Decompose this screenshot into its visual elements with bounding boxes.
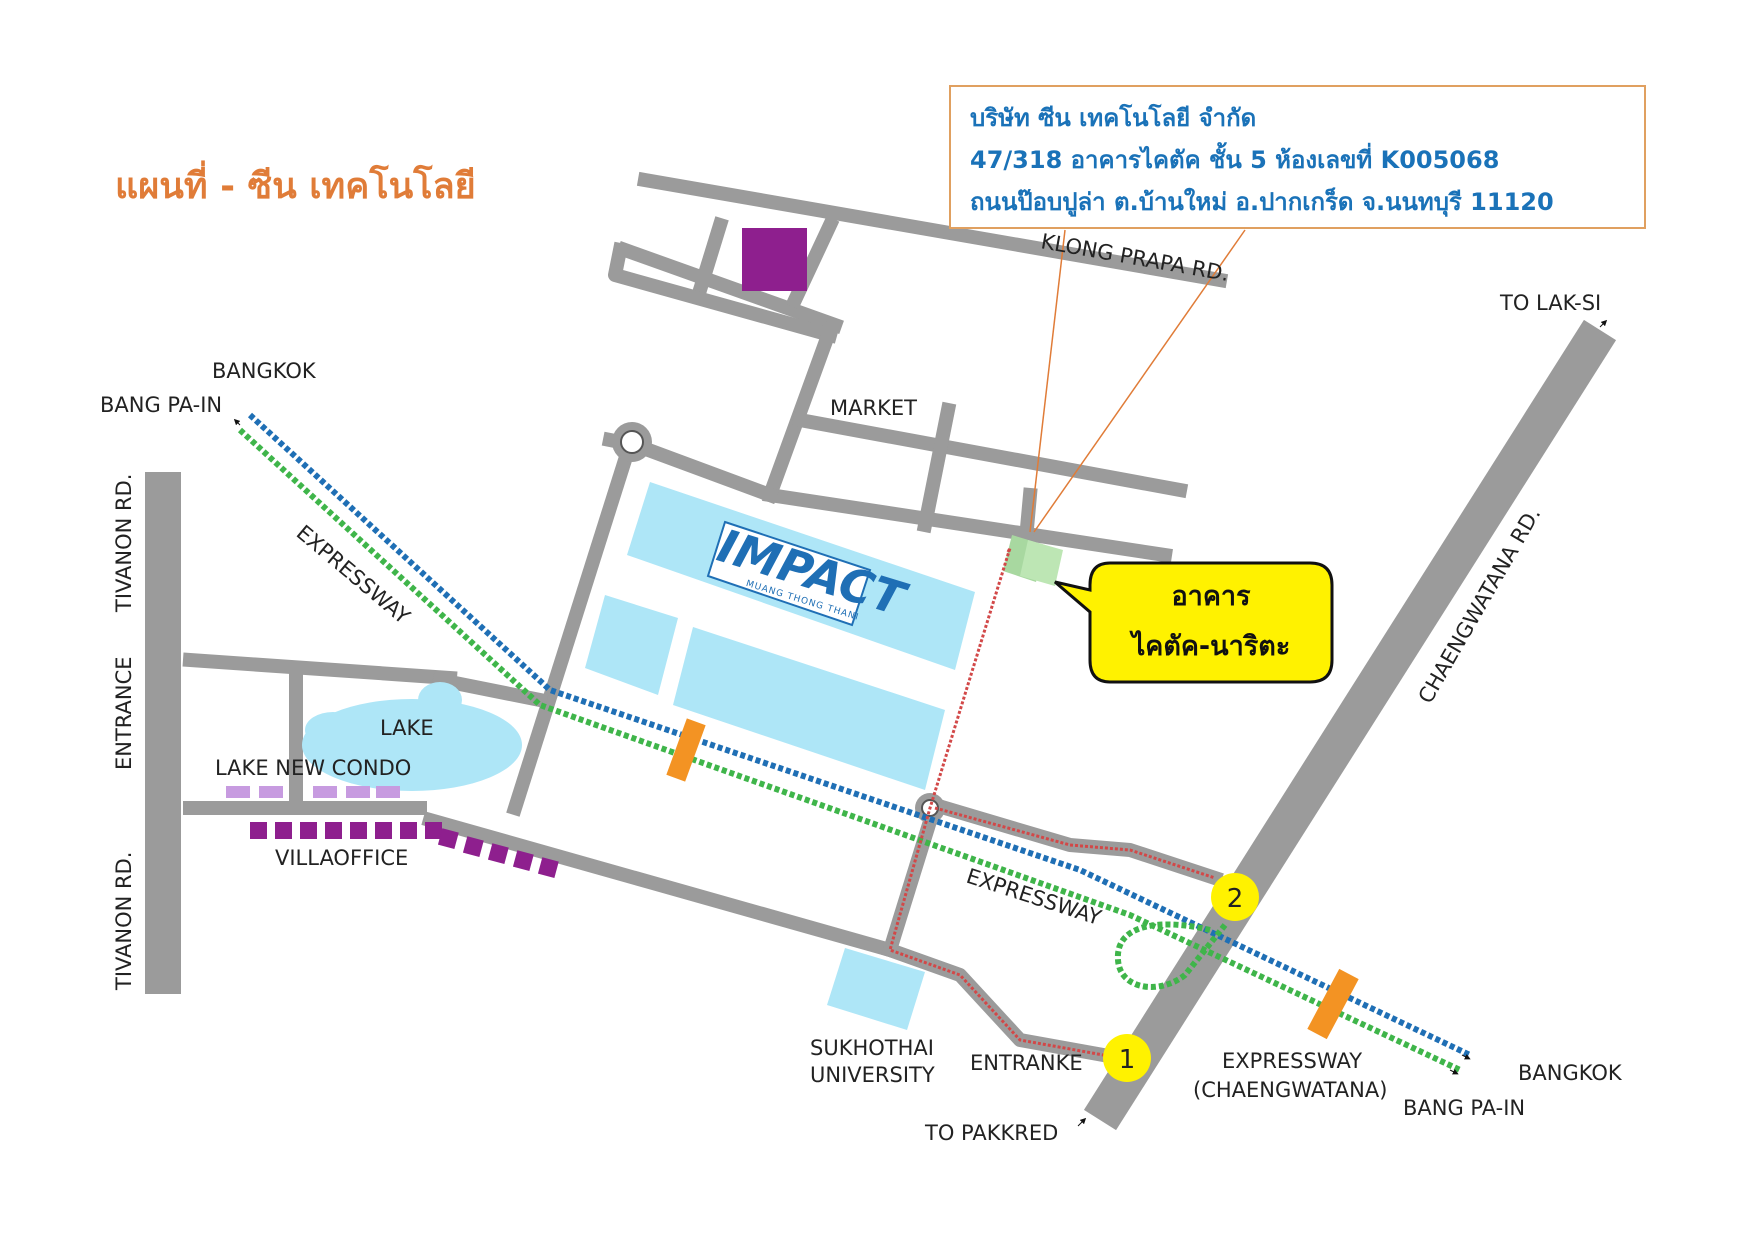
label-bang-pa-in-nw: BANG PA-IN [100, 393, 222, 417]
svg-text:ถนนป๊อบปูล่า ต.บ้านใหม่ อ.ปา: ถนนป๊อบปูล่า ต.บ้านใหม่ อ.ปากเกร็ด จ.นนท… [970, 187, 1554, 218]
label-klong-prapa: KLONG PRAPA RD. [1039, 229, 1231, 286]
label-expressway-se-1: EXPRESSWAY [1222, 1049, 1362, 1073]
label-sukhothai-1: SUKHOTHAI [810, 1036, 934, 1060]
direction-arrows [233, 319, 1608, 1127]
address-box: บริษัท ซีน เทคโนโลยี จำกัด 47/318 อาคารไ… [949, 85, 1646, 229]
road-market-mid [791, 411, 1189, 499]
label-entrance-left: ENTRANCE [112, 656, 136, 770]
impact-hall-2 [585, 595, 678, 695]
expressway-blue [247, 412, 1472, 1058]
label-tivanon-top: TIVANON RD. [112, 474, 136, 613]
road-tivanon-entry [182, 652, 458, 686]
impact-hall-3 [673, 627, 945, 790]
label-to-pakkred: TO PAKKRED [924, 1121, 1058, 1145]
label-expressway-se-2: (CHAENGWATANA) [1193, 1078, 1387, 1102]
svg-text:2: 2 [1227, 884, 1244, 914]
label-villaoffice: VILLAOFFICE [275, 846, 408, 870]
marker-1: 1 [1103, 1034, 1151, 1082]
road-center-v [881, 796, 944, 959]
road-tivanon [145, 472, 181, 994]
label-sukhothai-2: UNIVERSITY [810, 1063, 935, 1087]
label-bangkok-nw: BANGKOK [212, 359, 317, 383]
toll-gate-icon [666, 718, 706, 782]
svg-text:1: 1 [1119, 1045, 1136, 1075]
road-network [182, 171, 1229, 1067]
building-callout: อาคาร ไคตัค-นาริตะ [1054, 561, 1334, 684]
expressway-green-loop [1114, 921, 1228, 990]
road-market-v [916, 401, 957, 534]
label-market: MARKET [830, 396, 917, 420]
lake [302, 682, 522, 791]
label-entranke: ENTRANKE [970, 1051, 1083, 1075]
road-v1 [691, 216, 729, 299]
svg-text:อาคาร: อาคาร [1171, 581, 1251, 612]
svg-text:ไคตัค-นาริตะ: ไคตัค-นาริตะ [1129, 630, 1291, 662]
route-to-building [888, 547, 1216, 1060]
sukhothai-building [827, 948, 925, 1030]
expressway-routes [237, 412, 1472, 1073]
label-lake: LAKE [380, 716, 434, 740]
road-villa-up [431, 671, 549, 709]
target-building-icon [1003, 535, 1063, 586]
label-bang-pa-in-se: BANG PA-IN [1403, 1096, 1525, 1120]
label-to-lak-si: TO LAK-SI [1499, 291, 1601, 315]
road-klong-prapa [636, 171, 1229, 289]
road-diag-left [608, 241, 839, 344]
marker-2: 2 [1211, 873, 1259, 921]
expressway-green [237, 427, 1462, 1073]
map-title: แผนที่ - ซีน เทคโนโลยี [115, 160, 476, 207]
svg-text:47/318 อาคารไคตัค ชั้น 5 ห้องเ: 47/318 อาคารไคตัค ชั้น 5 ห้องเลขที่ K005… [970, 141, 1499, 174]
roundabout-icon [612, 422, 652, 462]
road-diag-long [761, 321, 839, 504]
svg-text:บริษัท ซีน เทคโนโลยี จำกัด: บริษัท ซีน เทคโนโลยี จำกัด [970, 103, 1256, 132]
road-impact-top [626, 436, 779, 504]
road-market-top [616, 241, 844, 334]
label-bangkok-se: BANGKOK [1518, 1061, 1623, 1085]
address-pointer [1029, 229, 1246, 533]
label-lake-new-condo: LAKE NEW CONDO [215, 756, 411, 780]
road-villa-diag [421, 811, 899, 959]
lake-new-condo-blocks [226, 786, 400, 798]
road-chaengwatana [1083, 319, 1617, 1131]
road-impact-left [506, 451, 634, 817]
buildings [585, 482, 975, 1030]
market-building [742, 228, 807, 291]
toll-gate-icon [1307, 968, 1359, 1040]
road-market-low [762, 487, 1173, 563]
label-tivanon-bottom: TIVANON RD. [112, 852, 136, 991]
villaoffice-blocks [250, 822, 559, 879]
impact-logo: IMPACT MUANG THONG THANI [706, 518, 914, 627]
